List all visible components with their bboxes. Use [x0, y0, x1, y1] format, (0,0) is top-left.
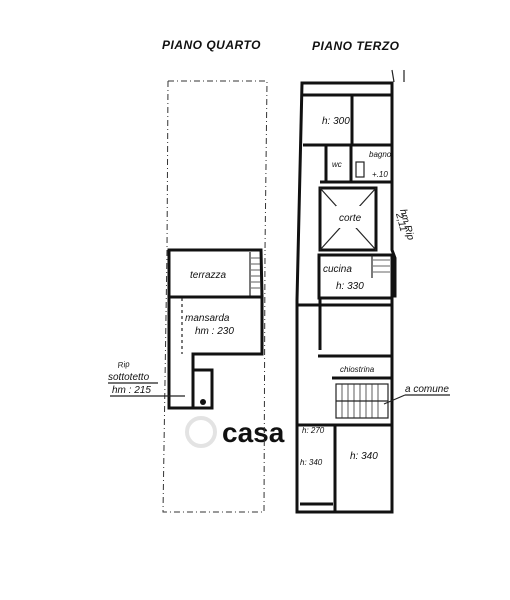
room-corte: corte	[339, 213, 362, 224]
plan-piano-terzo: h: 300 wc bagno +.10 corte hm Rip 2,11 c…	[295, 69, 450, 514]
room-corridor-height: h: 270	[302, 426, 325, 435]
cucina-stair-hatch	[373, 259, 390, 273]
wall-sottotetto	[191, 368, 214, 410]
watermark-text: casa	[222, 417, 285, 448]
room-bottom-right-height: h: 340	[350, 451, 378, 462]
room-cucina: cucina	[323, 264, 352, 275]
label-hm-rip-value: 2,11	[393, 211, 409, 233]
wall-cucina	[317, 253, 394, 300]
watermark: casa	[185, 416, 285, 448]
label-a-comune: a comune	[405, 384, 449, 395]
label-sottotetto: sottotetto	[108, 372, 150, 383]
label-sottotetto-height: hm : 215	[112, 385, 151, 396]
wall-corte	[318, 186, 378, 252]
room-chiostrina: chiostrina	[340, 365, 375, 374]
room-mansarda-height: hm : 230	[195, 326, 234, 337]
room-terrazza: terrazza	[190, 270, 227, 281]
corte-label-bg	[336, 206, 362, 228]
room-top-height: h: 300	[322, 116, 350, 127]
label-rip-left: Rip	[117, 359, 131, 370]
leader-a-comune	[383, 394, 406, 405]
wall-mansarda	[167, 295, 264, 410]
stair-hatch	[251, 257, 260, 289]
room-mansarda: mansarda	[185, 313, 230, 324]
footprint-outline	[162, 80, 268, 513]
drain-icon	[200, 399, 206, 405]
fixture-icon	[355, 161, 365, 178]
plan-piano-quarto: terrazza mansarda hm : 230 Rip sottotett…	[108, 80, 268, 513]
room-cucina-height: h: 330	[336, 281, 364, 292]
watermark-logo-icon	[185, 416, 217, 448]
header-piano-quarto: PIANO QUARTO	[162, 38, 261, 52]
mark-top	[391, 69, 395, 83]
room-bagno-height: +.10	[372, 170, 388, 179]
room-bottom-left-height: h: 340	[300, 458, 323, 467]
room-wc: wc	[332, 160, 342, 169]
room-bagno: bagno	[369, 150, 392, 159]
header-piano-terzo: PIANO TERZO	[312, 39, 400, 53]
